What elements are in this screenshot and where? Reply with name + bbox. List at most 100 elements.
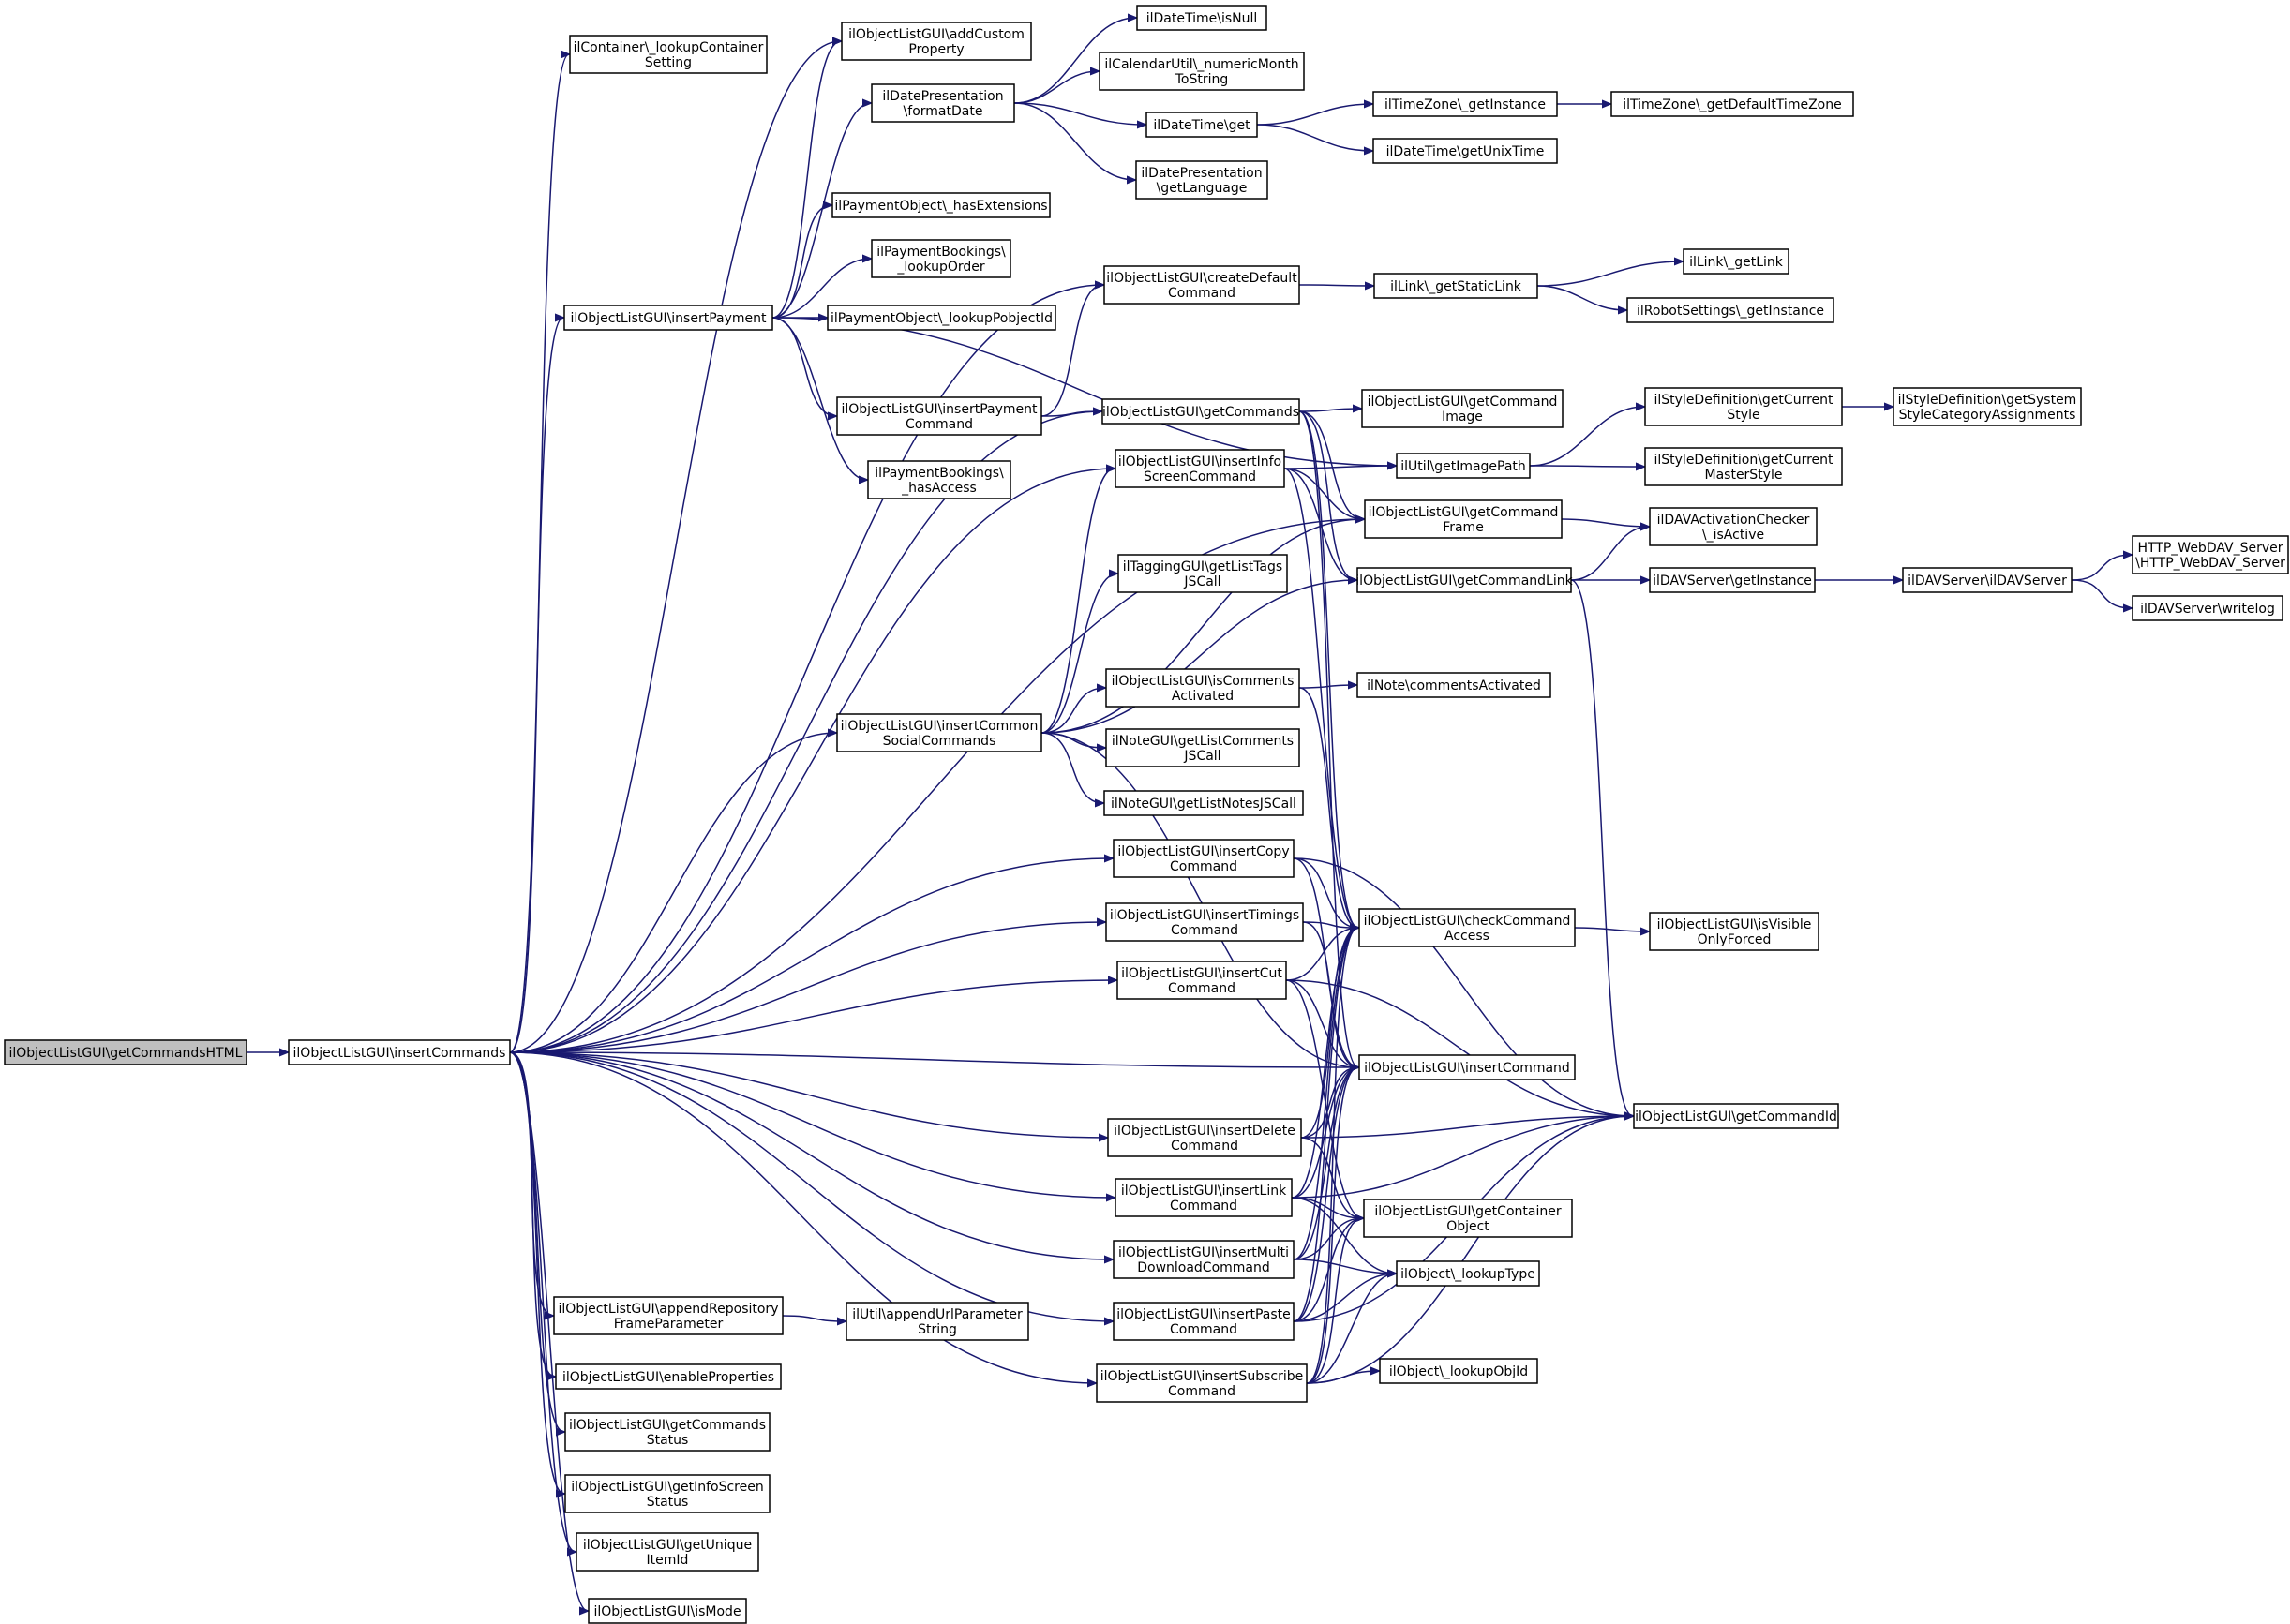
- node-http-web-dav[interactable]: HTTP_WebDAV_Server\HTTP_WebDAV_Server: [2132, 535, 2289, 574]
- node-box: [1379, 1358, 1538, 1384]
- node-label: ilPaymentObject\_hasExtensions: [834, 199, 1047, 214]
- edge-insert-common-social-to-get-command-link: [1040, 580, 1356, 734]
- node-box: [1113, 839, 1295, 878]
- node-dt-get[interactable]: ilDateTime\get: [1145, 112, 1258, 138]
- node-has-access[interactable]: ilPaymentBookings\_hasAccess: [867, 460, 1011, 499]
- node-box: [1115, 1178, 1293, 1217]
- node-tz-get-instance[interactable]: ilTimeZone\_getInstance: [1372, 91, 1558, 117]
- node-box: [1101, 398, 1300, 425]
- node-lookup-obj-id[interactable]: ilObject\_lookupObjId: [1379, 1358, 1538, 1384]
- node-label: \_isActive: [1702, 528, 1764, 543]
- node-box: [827, 305, 1056, 331]
- edge-get-static-link-to-robot-settings: [1536, 285, 1626, 310]
- node-get-image-path[interactable]: ilUtil\getImagePath: [1396, 453, 1531, 479]
- node-writelog[interactable]: ilDAVServer\writelog: [2132, 595, 2283, 621]
- node-box: [1396, 1260, 1540, 1287]
- node-insert-commands[interactable]: ilObjectListGUI\insertCommands: [288, 1039, 511, 1065]
- node-box: [564, 1474, 771, 1513]
- node-dav-get-instance[interactable]: ilDAVServer\getInstance: [1649, 567, 1816, 593]
- node-get-language[interactable]: ilDatePresentation\getLanguage: [1135, 160, 1268, 200]
- node-unix-time[interactable]: ilDateTime\getUnixTime: [1372, 138, 1558, 164]
- node-has-extensions[interactable]: ilPaymentObject\_hasExtensions: [831, 192, 1051, 218]
- node-get-command-link[interactable]: ilObjectListGUI\getCommandLink: [1355, 567, 1574, 593]
- node-box: [1372, 138, 1558, 164]
- node-insert-command[interactable]: ilObjectListGUI\insertCommand: [1358, 1054, 1576, 1080]
- node-label: ilContainer\_lookupContainer: [574, 40, 764, 55]
- node-format-date[interactable]: ilDatePresentation\formatDate: [871, 83, 1015, 123]
- node-get-commands[interactable]: ilObjectListGUI\getCommands: [1101, 398, 1300, 425]
- node-label: ilObjectListGUI\insertPayment: [842, 402, 1039, 417]
- node-label: ilObjectListGUI\checkCommand: [1364, 914, 1571, 929]
- node-box: [1105, 668, 1300, 708]
- node-box: [1113, 1240, 1295, 1279]
- node-get-static-link[interactable]: ilLink\_getStaticLink: [1373, 273, 1538, 299]
- node-robot-settings[interactable]: ilRobotSettings\_getInstance: [1626, 297, 1834, 323]
- edge-insert-multi-download-to-check-command-access: [1293, 928, 1358, 1260]
- node-dt-is-null[interactable]: ilDateTime\isNull: [1136, 5, 1267, 31]
- node-get-system-style[interactable]: ilStyleDefinition\getSystemStyleCategory…: [1893, 387, 2082, 426]
- node-label: ilObjectListGUI\insertCommands: [293, 1046, 506, 1061]
- node-get-command-id[interactable]: ilObjectListGUI\getCommandId: [1633, 1103, 1839, 1129]
- node-label: ilObjectListGUI\getInfoScreen: [571, 1480, 763, 1495]
- node-label: ilObjectListGUI\insertCopy: [1117, 844, 1289, 859]
- node-lookup-pobject-id[interactable]: ilPaymentObject\_lookupPobjectId: [827, 305, 1056, 331]
- node-insert-payment[interactable]: ilObjectListGUI\insertPayment: [563, 305, 773, 331]
- node-is-mode[interactable]: ilObjectListGUI\isMode: [588, 1598, 747, 1624]
- node-get-link[interactable]: ilLink\_getLink: [1683, 248, 1789, 275]
- node-label: ilObjectListGUI\isVisible: [1657, 917, 1812, 932]
- node-comments-activated[interactable]: ilNote\commentsActivated: [1356, 672, 1551, 698]
- node-il-davserver[interactable]: ilDAVServer\ilDAVServer: [1902, 567, 2073, 593]
- node-label: _hasAccess: [901, 481, 977, 496]
- node-root[interactable]: ilObjectListGUI\getCommandsHTML: [4, 1039, 247, 1065]
- node-lookup-type[interactable]: ilObject\_lookupType: [1396, 1260, 1540, 1287]
- node-lookup-order[interactable]: ilPaymentBookings\_lookupOrder: [871, 239, 1011, 278]
- node-box: [1356, 567, 1572, 593]
- node-label: ilObjectListGUI\insertPaste: [1116, 1307, 1291, 1322]
- node-append-repo-frame[interactable]: ilObjectListGUI\appendRepositoryFramePar…: [553, 1296, 784, 1335]
- node-label: ilObjectListGUI\addCustom: [848, 27, 1025, 42]
- node-enable-properties[interactable]: ilObjectListGUI\enableProperties: [555, 1363, 782, 1390]
- node-get-list-notes[interactable]: ilNoteGUI\getListNotesJSCall: [1103, 790, 1304, 816]
- edge-insert-cut-to-insert-command: [1285, 979, 1358, 1067]
- node-box: [1136, 5, 1267, 31]
- node-insert-common-social[interactable]: ilObjectListGUI\insertCommonSocialComman…: [836, 713, 1042, 752]
- node-tz-default[interactable]: ilTimeZone\_getDefaultTimeZone: [1610, 91, 1854, 117]
- node-dav-is-active[interactable]: ilDAVActivationChecker\_isActive: [1649, 507, 1818, 546]
- edge-insert-payment-to-insert-payment-command: [771, 317, 836, 416]
- node-box: [553, 1296, 784, 1335]
- node-label: ilObjectListGUI\isComments: [1112, 674, 1295, 689]
- edge-insert-payment-to-get-image-path: [771, 317, 1396, 466]
- node-insert-multi-download[interactable]: ilObjectListGUI\insertMultiDownloadComma…: [1113, 1240, 1295, 1279]
- node-label: ScreenCommand: [1144, 469, 1256, 484]
- node-box: [1103, 265, 1300, 305]
- node-box: [1373, 273, 1538, 299]
- node-box: [1649, 567, 1816, 593]
